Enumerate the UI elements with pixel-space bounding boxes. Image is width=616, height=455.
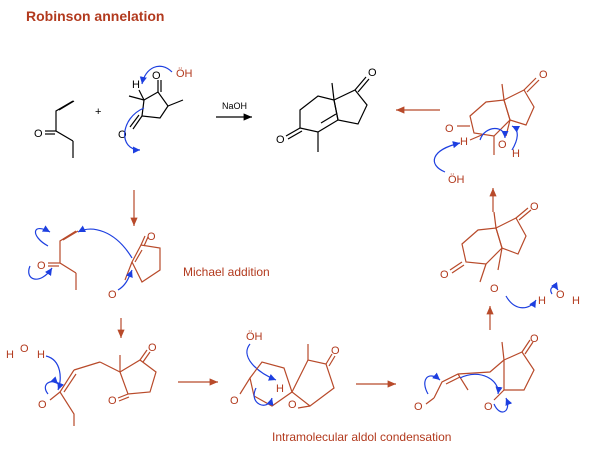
second-enolate-h: H [276,383,284,395]
hydroxide-base-1: ÖH [176,68,193,80]
alkoxide-protonation: O O O H O H [440,201,580,309]
product-enone: O O [276,67,377,152]
product-oxygen-1: O [276,134,285,146]
michael-step-enolate: O O O [28,225,161,301]
adduct-oxygen-1: O [148,342,157,354]
water-h-left: H [6,349,14,361]
dione-oxygen-2: O [152,70,161,82]
intermediate-oh-hydrogen: H [512,148,520,160]
water-h-left-2: H [538,295,546,307]
aldol-oxygen-2: O [484,401,493,413]
methyl-vinyl-ketone: O [34,100,75,158]
intermediate-oxygen-2: O [539,69,548,81]
plus-sign: + [95,106,101,118]
water-h-right-2: H [572,295,580,307]
water-oxygen-1: O [20,343,29,355]
alkoxide-ketone-oxygen: O [440,269,449,281]
water-h-right: H [37,349,45,361]
michael-addition-caption: Michael addition [183,265,270,279]
methylcyclopentanedione: H O O ÖH [118,65,193,154]
michael-enolate-oxygen: O [108,289,117,301]
michael-adduct-enolate: H O H O O O [6,342,157,426]
intermediate-oxygen-1: O [445,123,454,135]
michael-dione-oxygen: O [147,231,156,243]
aldol-oxygen-1: O [530,333,539,345]
diketone-deprotonation: ÖH O H O O [230,331,340,411]
alkoxide-oxygen-2: O [530,201,539,213]
intermediate-h-label: H [460,136,468,148]
aldol-alkoxide-intermediate: O H O O H ÖH [433,69,548,186]
acidic-h-label: H [132,79,140,91]
page-title: Robinson annelation [26,8,165,24]
reagent-label: NaOH [222,101,247,111]
second-enolate-oxygen-1: O [230,395,239,407]
hydroxide-base-2: ÖH [448,174,465,186]
dione-oxygen-1: O [118,129,127,141]
aldol-condensation-caption: Intramolecular aldol condensation [272,430,452,444]
hydroxide-base-3: ÖH [246,331,263,343]
alkoxide-anion-oxygen: O [490,283,499,295]
mvk-oxygen-label: O [34,128,43,140]
adduct-enolate-oxygen: O [38,399,47,411]
adduct-oxygen-2: O [108,395,117,407]
second-enolate-oxygen-3: O [288,399,297,411]
water-oxygen-2: O [556,289,565,301]
aldol-enolate-oxygen: O [414,401,423,413]
michael-mvk-oxygen: O [37,260,46,272]
intermediate-oh-label: O [498,139,507,151]
second-enolate-oxygen-2: O [331,345,340,357]
aldol-cyclization: O O O [414,333,539,413]
product-oxygen-2: O [368,67,377,79]
